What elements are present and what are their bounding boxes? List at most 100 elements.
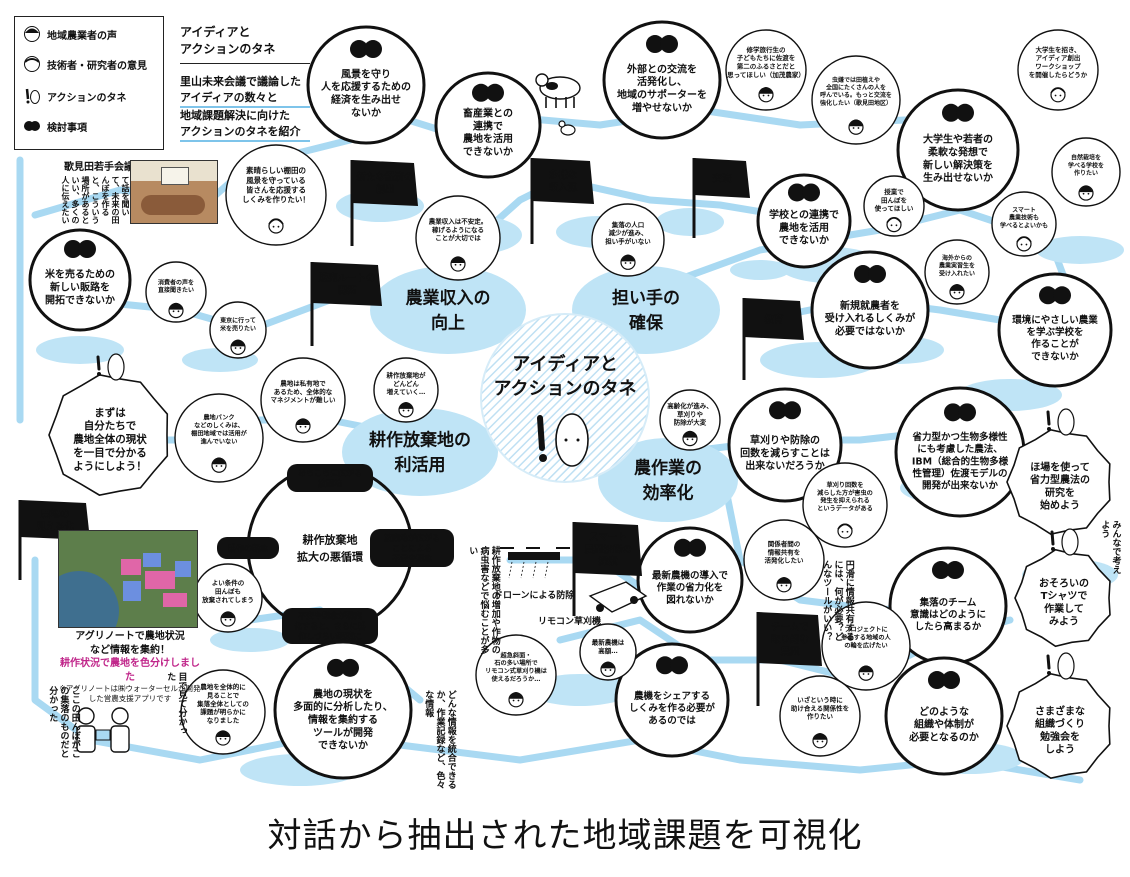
vicious-cycle: 耕作放棄地拡大の悪循環あちこちに広がる放棄地放棄地が広がることによる不安や懸念不… (217, 464, 454, 644)
voice-v-increasing: 耕作放棄地がどんどん増えていく… (373, 357, 439, 423)
farmer-head-icon (848, 119, 864, 135)
text-line: スマート (1012, 207, 1036, 214)
text-line: Tシャツで (1041, 590, 1088, 602)
text-line: 不安や懸念が現実 (298, 611, 362, 621)
text-line: アイディアと (512, 353, 617, 375)
seed-icon (25, 88, 40, 104)
page-caption: 対話から抽出された地域課題を可視化 (267, 816, 863, 856)
text-line: を開催したらどうか (1029, 70, 1088, 79)
text-line: 関係者間の (768, 539, 801, 548)
text-line: 農地全体の現状 (73, 433, 147, 446)
decorations (76, 73, 648, 753)
text-line: アイディア創出 (1036, 53, 1081, 62)
text-line: 農地バンク (203, 413, 234, 421)
farmer-head-icon (220, 611, 236, 627)
text-line: 思ってほしい（加茂農家） (727, 70, 805, 79)
text-line: 耕作放棄地 (303, 532, 358, 546)
text-line: ようにしよう！ (73, 461, 147, 473)
text-line: 発生を抑えられる (819, 497, 870, 505)
voice-v-insects: 虫嫌では田植えや全国にたくさんの人を呼んでいる。もっと交流を強化したい（歌見田地… (811, 55, 901, 145)
vertical-note-1: 耕作放棄地の増加や作物の病虫害などで悩むことが多い (467, 546, 500, 654)
path-blob (730, 260, 790, 280)
text-line: の輪を広げたい (844, 641, 887, 649)
text-line: 省力型かつ生物多様性 (911, 431, 1008, 443)
text-line: 大学生や若者の (923, 133, 993, 146)
vertical-note-5: みんなで考えよう (1099, 520, 1121, 574)
text-line: できないか (463, 146, 513, 158)
text-line: マネジメントが難しい (271, 395, 337, 404)
legend-label: アクションのタネ (47, 92, 127, 104)
researcher-head-icon (268, 218, 284, 234)
intro-line: アクションのタネを紹介 (180, 124, 310, 142)
text-line: プロジェクトに (844, 625, 887, 633)
voice-v-expensive: 最新農機は高額… (579, 623, 637, 681)
text-line: 地域のサポーターを (617, 88, 707, 101)
text-line: 大学生を招き、 (1035, 45, 1080, 54)
text-line: どのような (919, 705, 969, 718)
text-line: 作ることが (1031, 338, 1079, 350)
legend-label: 地域農業者の声 (47, 30, 117, 42)
agrinote-line: アグリノートで農地状況 (75, 631, 185, 642)
text-line: 作業して (1044, 602, 1084, 615)
text-line: 田んぼを (881, 195, 907, 204)
farmers-illustration (76, 707, 130, 753)
text-line: 棚田地域では活用が (191, 429, 247, 437)
center-seed-icon (537, 413, 589, 467)
farmer-head-icon (1078, 185, 1094, 201)
discussion-double-head-icon (350, 40, 382, 59)
text-line: 作業の省力化を (657, 582, 724, 594)
remote-mower-label: リモコン草刈機 (538, 617, 602, 627)
meeting-side-text: 農家で集まって話を聞いて、未来の田んぼを作ると、こういう場所があるといい、多くの… (61, 176, 140, 224)
text-line: 放棄されてしまう (201, 595, 254, 604)
text-line: 使えるだろうか… (491, 675, 541, 683)
text-line: 草刈り回数を (826, 481, 863, 489)
text-line: 作りたい (807, 712, 834, 721)
discussion-double-head-icon (769, 401, 801, 420)
farmer-head-icon (24, 26, 40, 42)
text-line: 交流 (712, 172, 732, 184)
discussion-double-head-icon (646, 35, 678, 54)
researcher-head-icon (1016, 236, 1032, 252)
discussion-double-head-icon (788, 183, 820, 202)
farmer-head-icon (295, 418, 311, 434)
discussion-double-head-icon (24, 121, 40, 131)
text-line: 農業技術の (584, 543, 632, 555)
text-line: 修学旅行生の (746, 45, 787, 54)
